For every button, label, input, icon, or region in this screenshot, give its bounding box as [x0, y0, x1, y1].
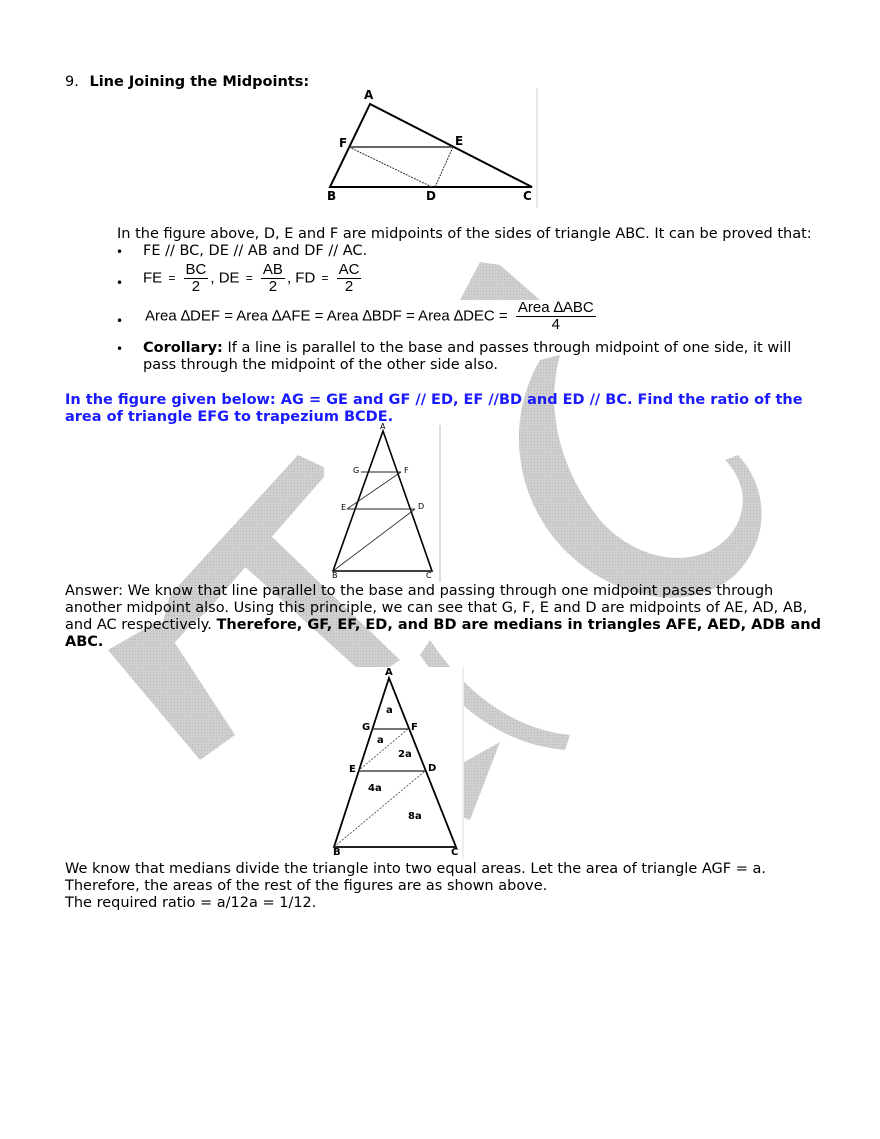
conclusion-line-1: We know that medians divide the triangle… [65, 861, 766, 877]
answer-line-2: another midpoint also. Using this princi… [65, 600, 808, 616]
corollary-label: Corollary: [143, 340, 223, 356]
vertex-label-e: E [341, 503, 347, 512]
vertex-label-a: A [385, 667, 393, 678]
bullet-icon: • [116, 342, 124, 356]
figure-triangle-areas: A G F E D B C a a 2a 4a 8a [324, 667, 464, 859]
vertex-label-c: C [523, 189, 532, 203]
vertex-label-f: F [411, 722, 418, 733]
area-label-agf: a [386, 705, 393, 716]
section-title: Line Joining the Midpoints: [89, 74, 310, 90]
area-label-edb: 4a [368, 783, 382, 794]
bullet-icon: • [116, 245, 124, 259]
bullet-icon: • [116, 314, 124, 328]
fd-label: FD [295, 269, 316, 287]
answer-line-1: Answer: We know that line parallel to th… [65, 583, 774, 599]
vertex-label-c: C [426, 571, 432, 580]
vertex-label-d: D [418, 502, 425, 511]
area-equality: Area ∆DEF = Area ∆AFE = Area ∆BDF = Area… [145, 307, 508, 325]
area-label-gef: a [377, 735, 384, 746]
vertex-label-e: E [455, 134, 464, 148]
bullet-icon: • [116, 276, 124, 290]
area-label-bdc: 8a [408, 811, 422, 822]
section-number: 9. [65, 74, 79, 90]
bullet-area-formula: Area ∆DEF = Area ∆AFE = Area ∆BDF = Area… [145, 300, 598, 333]
vertex-label-b: B [333, 847, 341, 858]
area-label-efd: 2a [398, 749, 412, 760]
vertex-label-f: F [404, 466, 409, 475]
vertex-label-a: A [380, 422, 386, 431]
vertex-label-d: D [426, 189, 436, 203]
corollary-line-2: pass through the midpoint of the other s… [143, 357, 498, 373]
vertex-label-c: C [451, 847, 459, 858]
vertex-label-a: A [364, 88, 374, 102]
vertex-label-g: G [362, 722, 371, 733]
answer-line-3: and AC respectively. Therefore, GF, EF, … [65, 617, 821, 633]
corollary-line-1: Corollary: If a line is parallel to the … [143, 340, 792, 356]
vertex-label-e: E [349, 764, 356, 775]
figure-triangle-question: A G F E D B C [324, 422, 441, 582]
vertex-label-b: B [327, 189, 337, 203]
vertex-label-d: D [428, 763, 437, 774]
de-label: DE [218, 269, 240, 287]
answer-line-4: ABC. [65, 634, 104, 650]
conclusion-line-3: The required ratio = a/12a = 1/12. [65, 895, 317, 911]
fe-label: FE [143, 269, 163, 287]
section-heading: 9. Line Joining the Midpoints: [65, 74, 309, 91]
bullet-parallel: FE // BC, DE // AB and DF // AC. [143, 243, 368, 259]
vertex-label-f: F [339, 136, 348, 150]
conclusion-line-2: Therefore, the areas of the rest of the … [65, 878, 548, 894]
vertex-label-b: B [332, 571, 338, 580]
figure-triangle-midpoints: A F E B D C [318, 88, 538, 208]
vertex-label-g: G [353, 466, 360, 475]
question-line-2: area of triangle EFG to trapezium BCDE. [65, 409, 394, 425]
question-line-1: In the figure given below: AG = GE and G… [65, 392, 803, 408]
intro-text: In the figure above, D, E and F are midp… [117, 226, 812, 242]
